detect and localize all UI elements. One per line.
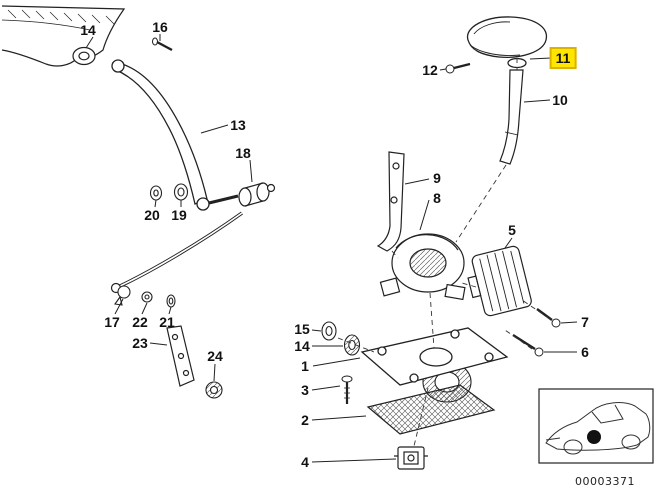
part-label-4: 4	[301, 454, 309, 470]
part-label-15: 15	[294, 321, 310, 337]
part-label-11: 11	[549, 47, 577, 69]
part-label-12: 12	[422, 62, 438, 78]
bushing-21-drawing	[166, 294, 176, 308]
part-label-5: 5	[508, 222, 516, 238]
part-label-24: 24	[207, 348, 223, 364]
part-label-16: 16	[152, 19, 168, 35]
screw-3-drawing	[341, 375, 353, 404]
shift-lever-10-drawing	[499, 69, 524, 165]
coupling-18-drawing	[238, 182, 276, 207]
part-label-20: 20	[144, 207, 160, 223]
part-label-21: 21	[159, 314, 175, 330]
location-dot	[587, 430, 601, 444]
gear-shift-lever-13-drawing	[111, 59, 239, 211]
car-inset	[538, 388, 654, 464]
part-label-19: 19	[171, 207, 187, 223]
part-label-2: 2	[301, 412, 309, 428]
gasket-2-drawing	[366, 384, 496, 435]
part-label-3: 3	[301, 382, 309, 398]
part-label-6: 6	[581, 344, 589, 360]
part-label-18: 18	[235, 145, 251, 161]
part-label-23: 23	[132, 335, 148, 351]
doc-number: 00003371	[575, 475, 635, 488]
screw-7-drawing	[536, 308, 561, 328]
washer-14-top-drawing	[72, 46, 96, 66]
part-label-9: 9	[433, 170, 441, 186]
washer-15-drawing	[321, 321, 337, 341]
shift-mechanism-8-drawing	[379, 233, 466, 301]
part-label-13: 13	[230, 117, 246, 133]
car-sketch	[545, 402, 651, 455]
part-label-1: 1	[301, 358, 309, 374]
car-inset-box	[538, 388, 654, 464]
part-label-17: 17	[104, 314, 120, 330]
leader-lines	[85, 34, 578, 463]
grommet-24-drawing	[205, 381, 223, 399]
assembly-dashed-lines	[337, 58, 551, 447]
part-label-22: 22	[132, 314, 148, 330]
pin-16-drawing	[152, 37, 173, 52]
part-label-14: 14	[294, 338, 310, 354]
part-label-14: 14	[80, 22, 96, 38]
base-plate-1-drawing	[360, 327, 509, 386]
bushing-22-drawing	[141, 291, 153, 303]
bracket-9-drawing	[376, 151, 405, 252]
clip-17-drawing	[114, 285, 131, 306]
housing-5-drawing	[467, 245, 532, 317]
part-label-7: 7	[581, 314, 589, 330]
part-label-10: 10	[552, 92, 568, 108]
screw-6-drawing	[512, 333, 544, 357]
bracket-23-drawing	[166, 325, 195, 387]
switch-4-drawing	[394, 446, 428, 470]
part-label-8: 8	[433, 190, 441, 206]
